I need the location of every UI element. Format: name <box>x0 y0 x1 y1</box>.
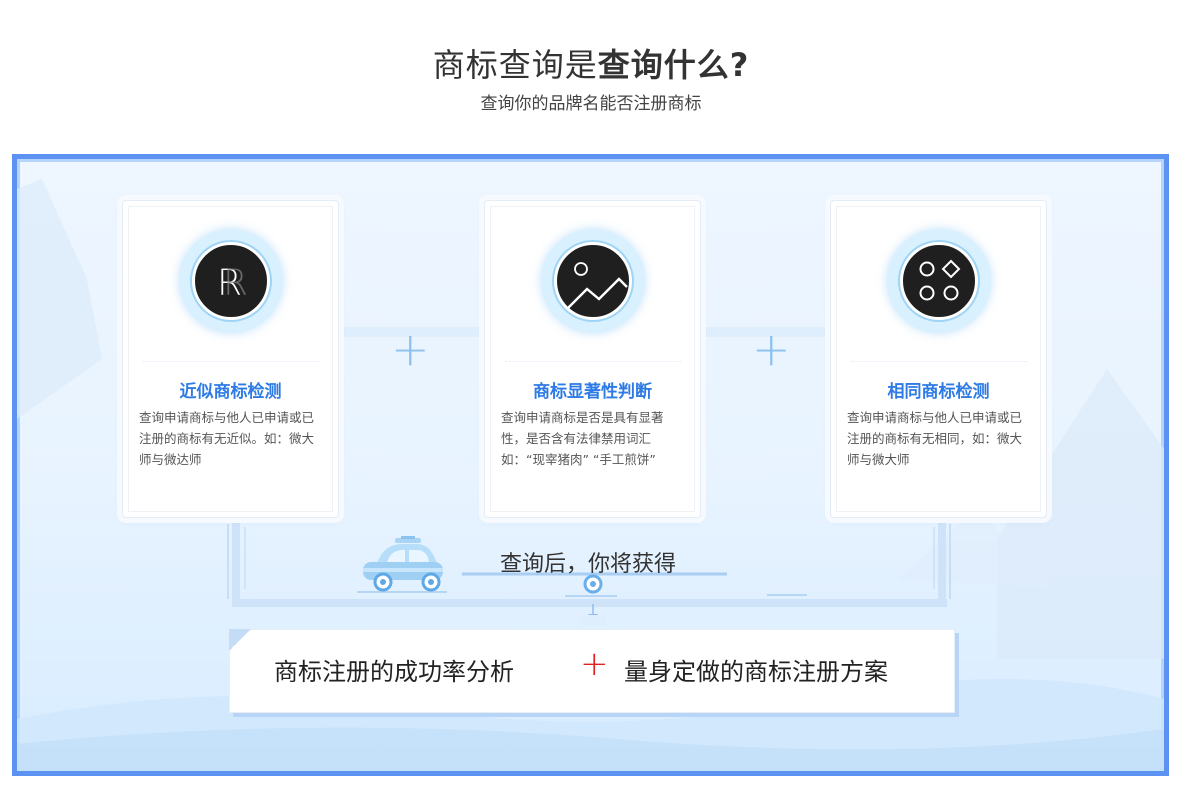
card-identical-check[interactable]: 相同商标检测 查询申请商标与他人已申请或已注册的商标有无相同，如：微大师与微大师 <box>830 200 1047 518</box>
result-label: 查询后，你将获得 <box>500 552 677 577</box>
card-description: 查询申请商标是否是具有显著性，是否含有法律禁用词汇 如：“现宰猪肉” “手工煎饼… <box>501 410 664 467</box>
card-title: 商标显著性判断 <box>533 382 652 402</box>
plus-icon: + <box>752 322 791 376</box>
shapes-icon <box>919 259 961 301</box>
card-distinctiveness[interactable]: 商标显著性判断 查询申请商标是否是具有显著性，是否含有法律禁用词汇 如：“现宰猪… <box>484 200 701 518</box>
result-right-text: 量身定做的商标注册方案 <box>624 658 888 686</box>
card-description: 查询申请商标与他人已申请或已注册的商标有无近似。如：微大师与微达师 <box>139 410 315 467</box>
query-panel: 查询后，你将获得 R R 近似商标检测 查询申请商标与他人已申请或已注册的商标有… <box>12 154 1169 776</box>
landscape-image-icon <box>566 262 628 310</box>
card-title: 近似商标检测 <box>179 382 282 402</box>
card-similar-check[interactable]: R R 近似商标检测 查询申请商标与他人已申请或已注册的商标有无近似。如：微大师… <box>122 200 339 518</box>
page-title-bold: 查询什么? <box>597 46 750 84</box>
registered-trademark-icon: R R <box>217 263 248 304</box>
car-icon <box>363 536 443 592</box>
location-pin-icon <box>583 574 603 594</box>
plus-icon: + <box>391 322 430 376</box>
page-title-light: 商标查询是 <box>432 46 598 84</box>
svg-text:R: R <box>223 263 248 304</box>
card-description: 查询申请商标与他人已申请或已注册的商标有无相同，如：微大师与微大师 <box>847 410 1023 467</box>
svg-text:R: R <box>217 263 242 304</box>
result-box: 商标注册的成功率分析 + 量身定做的商标注册方案 <box>229 629 955 713</box>
page-title: 商标查询是查询什么? <box>0 40 1182 86</box>
result-plus-icon: + <box>580 644 609 684</box>
card-title: 相同商标检测 <box>887 382 990 402</box>
result-left-text: 商标注册的成功率分析 <box>274 658 514 686</box>
page-subtitle: 查询你的品牌名能否注册商标 <box>480 94 702 114</box>
